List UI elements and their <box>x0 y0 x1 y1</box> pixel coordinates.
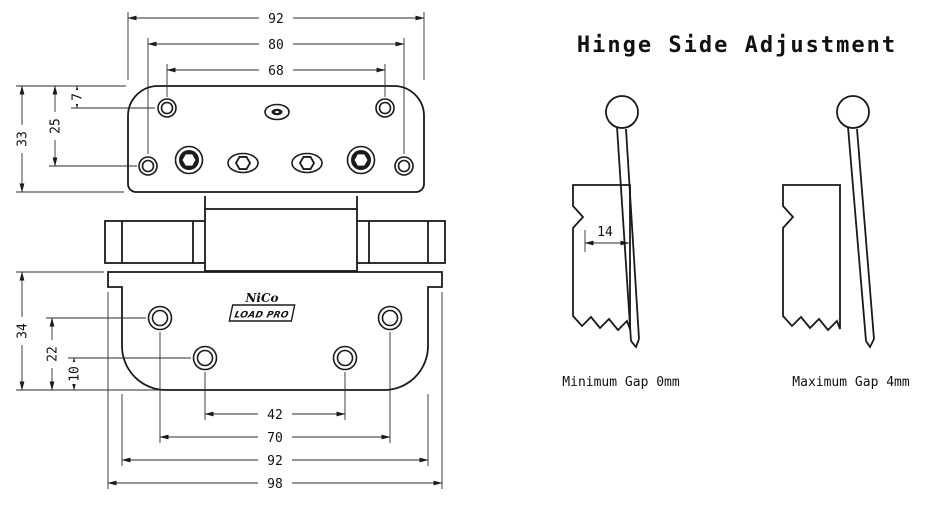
dim-label-42: 42 <box>267 408 283 423</box>
center-knuckle <box>204 208 358 272</box>
slotted-hex-nut <box>227 152 259 174</box>
door-section <box>572 184 631 332</box>
dim-label-25: 25 <box>49 118 64 134</box>
screw-hole <box>147 305 173 331</box>
brand-mark: NiCo LOAD PRO <box>228 291 296 322</box>
dim-label-10: 10 <box>68 366 83 382</box>
adjustment-slot <box>264 103 290 121</box>
dim-label-bottom-92: 92 <box>267 454 283 469</box>
adjustment-title: Hinge Side Adjustment <box>577 33 897 58</box>
dim-label-14: 14 <box>597 225 613 240</box>
door-section <box>782 184 841 332</box>
screw-hole <box>394 156 414 176</box>
screw-hole <box>138 156 158 176</box>
brand-name: NiCo <box>244 291 278 305</box>
bottom-view-dimensions: 34 22 10 42 70 92 98 <box>15 271 443 492</box>
dim-label-98: 98 <box>267 477 283 492</box>
screw-hole <box>332 345 358 371</box>
hex-bolt <box>346 145 376 175</box>
knuckle-circle <box>836 95 870 129</box>
dim-label-80: 80 <box>268 38 284 53</box>
top-view-dimensions: 92 80 68 33 25 7 <box>15 10 425 193</box>
dim-label-7: 7 <box>71 93 86 101</box>
hinge-top-leaf-view <box>127 85 425 193</box>
dim-label-33: 33 <box>16 131 31 147</box>
max-gap-diagram: Maximum Gap 4mm <box>782 95 910 390</box>
dim-label-70: 70 <box>267 431 283 446</box>
max-gap-label: Maximum Gap 4mm <box>792 375 910 390</box>
hinge-bottom-leaf-view: NiCo LOAD PRO <box>107 271 443 391</box>
min-gap-diagram: 14 Minimum Gap 0mm <box>562 95 680 390</box>
brand-logo-box <box>228 304 296 322</box>
screw-hole <box>157 98 177 118</box>
screw-hole <box>375 98 395 118</box>
brand-logo: LOAD PRO <box>233 311 289 321</box>
screw-hole <box>192 345 218 371</box>
dim-label-34: 34 <box>16 323 31 339</box>
screw-hole <box>377 305 403 331</box>
dim-label-top-92: 92 <box>268 12 284 27</box>
hinge-barrel-view <box>104 196 446 272</box>
slotted-hex-nut <box>291 152 323 174</box>
dim-label-68: 68 <box>268 64 284 79</box>
bottom-leaf-outline <box>107 271 443 391</box>
dim-label-22: 22 <box>46 346 61 362</box>
min-gap-label: Minimum Gap 0mm <box>562 375 680 390</box>
knuckle-circle <box>605 95 639 129</box>
hex-bolt <box>174 145 204 175</box>
